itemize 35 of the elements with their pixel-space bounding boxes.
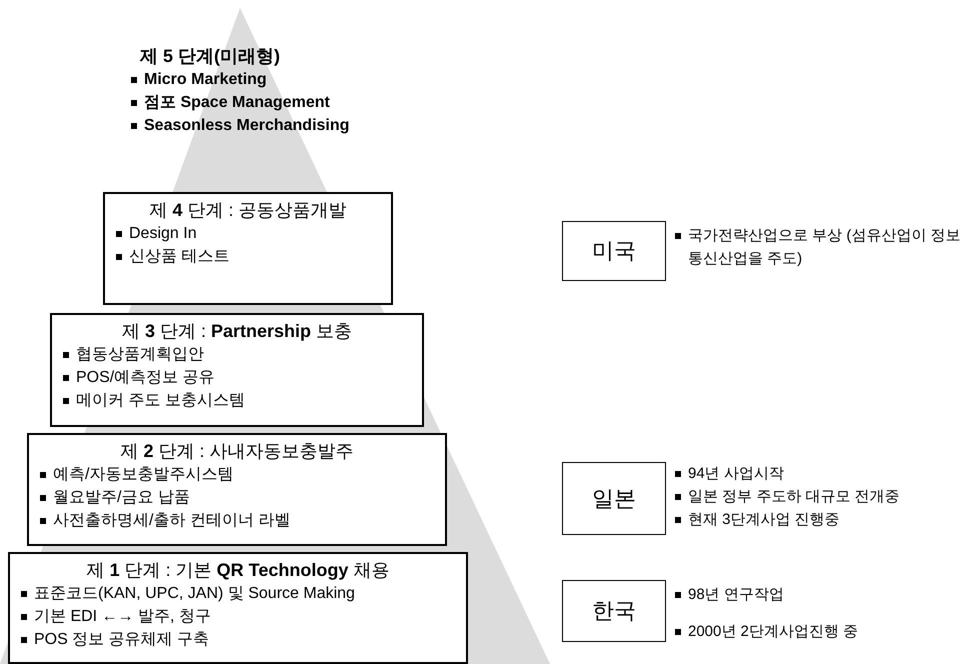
country-box [562,221,666,281]
country-box [562,462,666,535]
stage-heading: 제 3 단계 : Partnership 보충 [120,320,354,343]
country-box [562,580,666,642]
country-label: 일본 [592,484,636,512]
bullet-note: 2000년 2단계사업진행 중 [674,620,974,643]
bullet-item: 메이커 주도 보충시스템 [62,389,412,412]
stage-heading: 제 4 단계 : 공동상품개발 [148,199,348,222]
bullet-item: Micro Marketing [130,68,350,91]
stage-box [27,433,447,546]
bullet-note: 국가전략산업으로 부상 (섬유산업이 정보통신산업을 주도) [674,224,974,270]
bullet-note: 일본 정부 주도하 대규모 전개중 [674,485,974,508]
bullet-item: Seasonless Merchandising [130,114,350,137]
stage-box [103,192,393,305]
stage-box [50,313,424,427]
bullet-note: 98년 연구작업 [674,583,974,606]
stage-heading: 제 2 단계 : 사내자동보충발주 [119,440,355,463]
bullet-item: 표준코드(KAN, UPC, JAN) 및 Source Making [20,582,456,605]
country-label: 미국 [592,237,636,265]
bullet-item: POS/예측정보 공유 [62,366,412,389]
bullet-note: 현재 3단계사업 진행중 [674,508,974,531]
bullet-item: 신상품 테스트 [115,245,381,268]
country-label: 한국 [592,597,636,625]
bullet-item: 예측/자동보충발주시스템 [39,463,435,486]
bullet-item: Design In [115,222,381,245]
bullet-item: 협동상품계획입안 [62,343,412,366]
bullet-item: 월요발주/금요 납품 [39,486,435,509]
stage-box [8,552,468,664]
bullet-item: 기본 EDI ←→ 발주, 청구 [20,605,456,628]
bullet-item: POS 정보 공유체제 구축 [20,628,456,651]
bullet-note: 94년 사업시작 [674,462,974,485]
bullet-item: 사전출하명세/출하 컨테이너 라벨 [39,509,435,532]
stage-heading: 제 1 단계 : 기본 QR Technology 채용 [86,559,390,582]
bullet-item: 점포 Space Management [130,91,350,114]
stage-heading: 제 5 단계(미래형) [138,45,282,68]
